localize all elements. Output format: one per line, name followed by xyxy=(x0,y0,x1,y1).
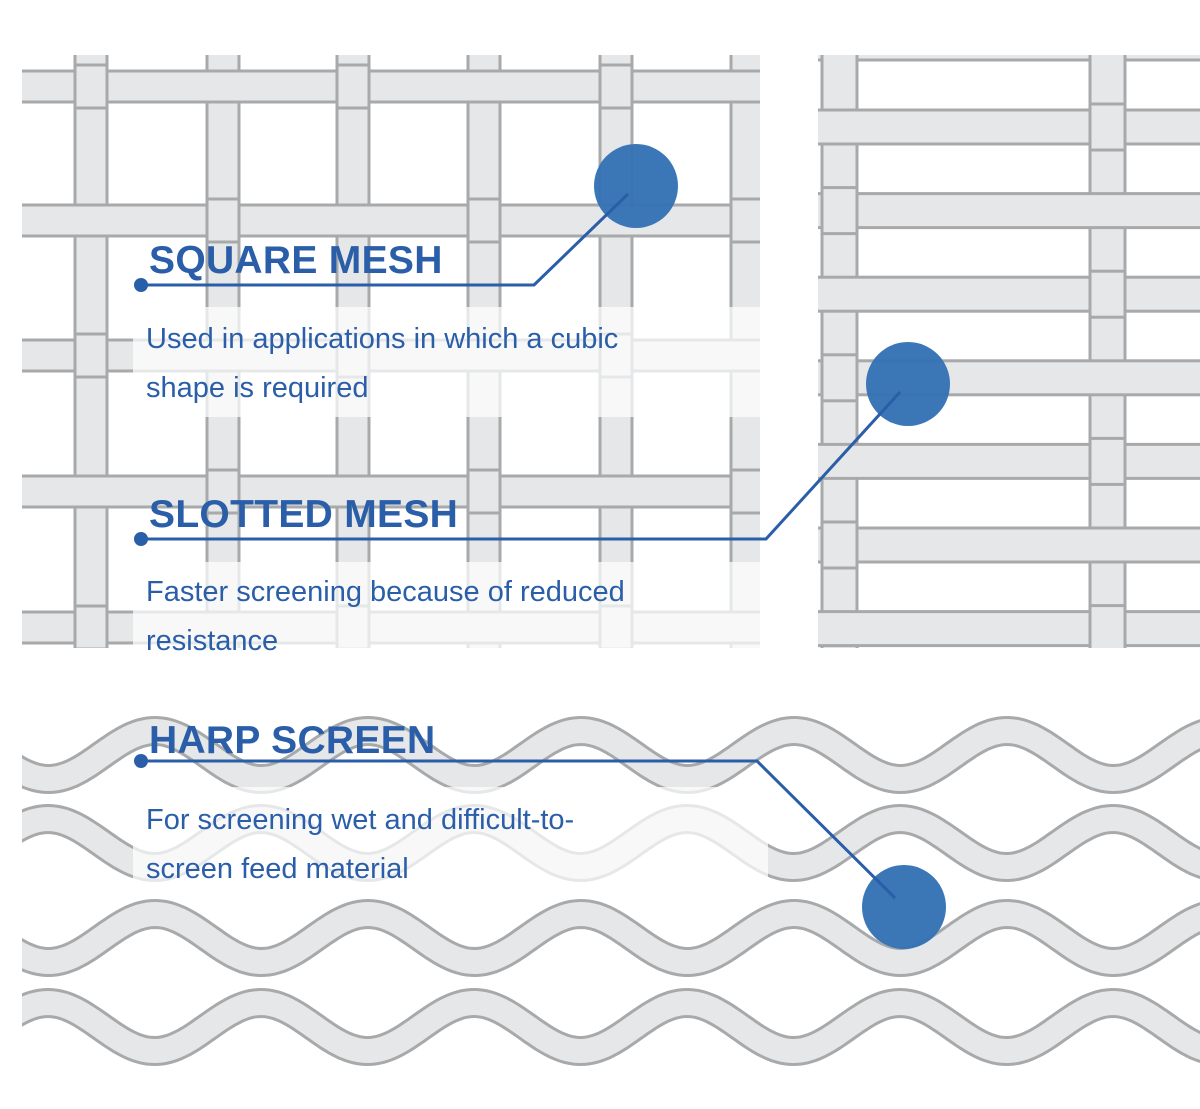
square-mesh-description: Used in applications in which a cubic sh… xyxy=(146,315,618,413)
horizontal-wire xyxy=(818,55,1200,62)
vertical-wire-crossing xyxy=(820,520,859,570)
square-mesh-text-panel xyxy=(133,307,760,417)
vertical-wire-crossing xyxy=(73,604,109,648)
description-line: Faster screening because of reduced xyxy=(146,576,625,608)
vertical-wire-crossing xyxy=(820,353,859,403)
vertical-wire-crossing xyxy=(73,63,109,110)
slotted-mesh-pattern xyxy=(818,55,1200,648)
vertical-wire-crossing xyxy=(466,468,502,515)
horizontal-wire xyxy=(818,108,1200,146)
harp-screen-description: For screening wet and difficult-to- scre… xyxy=(146,796,574,894)
wave-wire xyxy=(22,718,1200,792)
description-line: Used in applications in which a cubic xyxy=(146,323,619,355)
horizontal-wire xyxy=(818,526,1200,564)
horizontal-wire xyxy=(22,474,760,509)
description-line: resistance xyxy=(146,625,279,657)
square-mesh-callout xyxy=(134,144,678,292)
horizontal-wire xyxy=(818,192,1200,230)
horizontal-wire xyxy=(818,275,1200,313)
harp-screen-title: HARP SCREEN xyxy=(149,719,436,762)
vertical-wire-crossing xyxy=(1088,102,1127,152)
slotted-mesh-title: SLOTTED MESH xyxy=(149,493,459,536)
harp-screen-callout xyxy=(134,754,946,949)
slotted-mesh-description: Faster screening because of reduced resi… xyxy=(146,568,625,666)
wave-wire xyxy=(22,901,1200,975)
vertical-wire-crossing xyxy=(1088,604,1127,648)
leader-dot-icon xyxy=(134,532,148,546)
leader-line xyxy=(141,759,897,900)
vertical-wire-crossing xyxy=(729,197,760,244)
description-line: For screening wet and difficult-to- xyxy=(146,804,575,836)
vertical-wire-crossing xyxy=(820,186,859,236)
vertical-wire-crossing xyxy=(729,468,760,515)
leader-dot-icon xyxy=(134,754,148,768)
horizontal-wire xyxy=(818,610,1200,648)
vertical-wire-crossing xyxy=(205,197,241,244)
slotted-mesh-text-panel xyxy=(133,562,760,660)
square-mesh-title: SQUARE MESH xyxy=(149,239,443,282)
horizontal-wire xyxy=(22,69,760,104)
description-line: shape is required xyxy=(146,372,369,404)
slotted-mesh-callout xyxy=(134,342,950,546)
harp-screen-text-panel xyxy=(133,787,768,890)
vertical-wire-crossing xyxy=(335,63,371,110)
vertical-wire-crossing xyxy=(466,197,502,244)
horizontal-wire xyxy=(818,442,1200,480)
wave-wire xyxy=(22,990,1200,1064)
leader-line xyxy=(141,390,902,541)
vertical-wire-crossing xyxy=(1088,269,1127,319)
vertical-wire-crossing xyxy=(1088,436,1127,486)
vertical-wire-crossing xyxy=(205,468,241,515)
vertical-wire-crossing xyxy=(73,332,109,379)
leader-line xyxy=(141,192,630,287)
description-line: screen feed material xyxy=(146,853,409,885)
vertical-wire-crossing xyxy=(598,63,634,110)
leader-dot-icon xyxy=(134,278,148,292)
